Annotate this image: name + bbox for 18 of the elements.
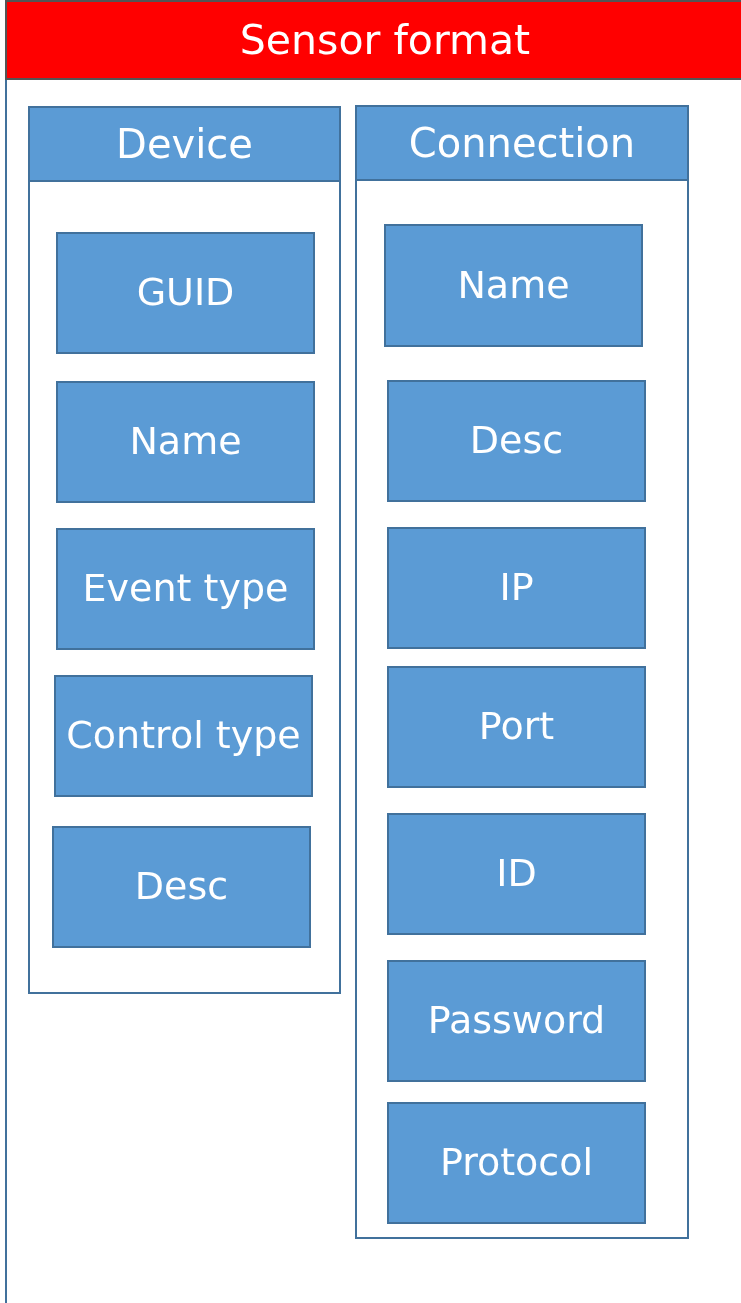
- field-box: Protocol: [387, 1102, 646, 1224]
- field-box: GUID: [56, 232, 315, 354]
- field-box: Name: [384, 224, 643, 347]
- group-panel: [355, 105, 689, 1239]
- panel-header: Device: [30, 108, 339, 182]
- field-box: IP: [387, 527, 646, 649]
- field-box: Port: [387, 666, 646, 788]
- group-panel: [28, 106, 341, 994]
- panel-header: Connection: [357, 107, 687, 181]
- field-box: Event type: [56, 528, 315, 650]
- field-box: Name: [56, 381, 315, 503]
- title-bar: Sensor format: [5, 0, 741, 80]
- field-box: Control type: [54, 675, 313, 797]
- field-box: Password: [387, 960, 646, 1082]
- field-box: ID: [387, 813, 646, 935]
- format-frame: [5, 0, 741, 1303]
- field-box: Desc: [52, 826, 311, 948]
- field-box: Desc: [387, 380, 646, 502]
